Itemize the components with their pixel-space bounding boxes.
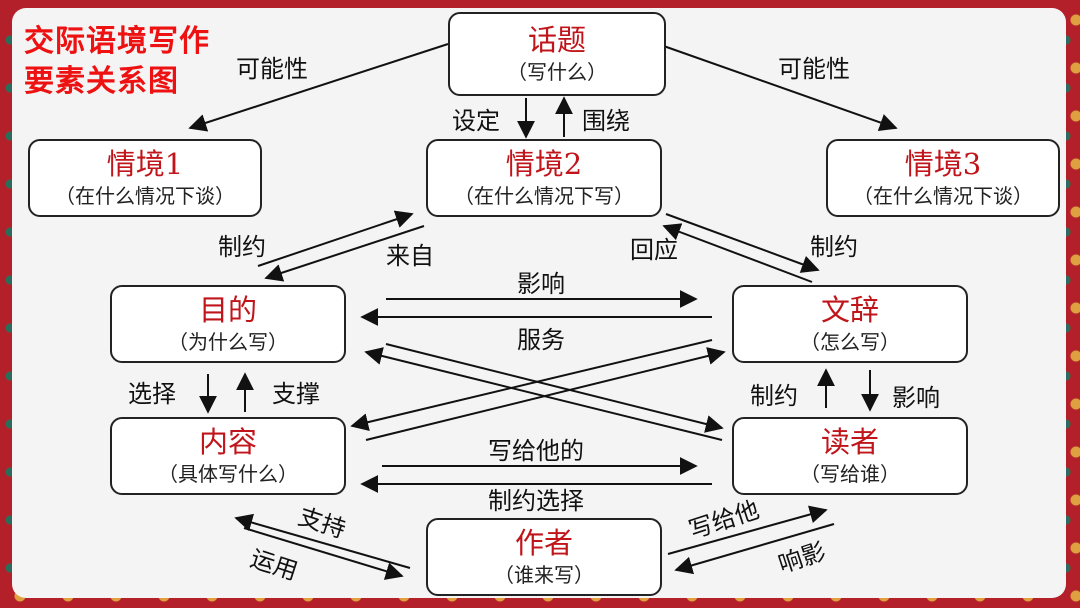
node-context-3: 情境3 （在什么情况下谈） <box>826 139 1060 217</box>
arrow-context2-purpose <box>264 225 425 282</box>
label-constraint-select: 制约选择 <box>488 487 584 515</box>
node-purpose-sub: （为什么写） <box>168 330 288 354</box>
node-topic: 话题 （写什么） <box>448 12 666 96</box>
arrow-language-context2 <box>662 223 813 283</box>
arrow-author-content <box>234 513 411 569</box>
node-context-2: 情境2 （在什么情况下写） <box>426 139 662 217</box>
label-from: 来自 <box>386 242 434 270</box>
node-reader-name: 读者 <box>820 425 879 459</box>
arrow-language-content <box>350 339 713 431</box>
node-language-name: 文辞 <box>820 293 879 327</box>
arrow-context2-language <box>665 213 820 273</box>
node-topic-name: 话题 <box>527 23 586 57</box>
arrow-content-author <box>243 527 404 580</box>
node-content-name: 内容 <box>198 425 257 459</box>
node-context-2-sub: （在什么情况下写） <box>454 184 634 208</box>
arrow-purpose-reader <box>385 343 724 433</box>
node-purpose-name: 目的 <box>198 293 257 327</box>
label-select: 选择 <box>128 380 176 408</box>
arrow-topic-context1 <box>188 43 449 132</box>
label-set: 设定 <box>452 107 500 135</box>
node-context-2-name: 情境2 <box>505 147 583 181</box>
node-topic-sub: （写什么） <box>507 60 607 84</box>
node-language-sub: （怎么写） <box>800 330 900 354</box>
label-serve: 服务 <box>517 326 565 354</box>
arrow-topic-context3 <box>657 43 898 132</box>
label-reader-constraint: 制约 <box>750 382 798 410</box>
label-support: 支撑 <box>272 380 320 408</box>
node-purpose: 目的 （为什么写） <box>110 285 346 363</box>
node-context-3-sub: （在什么情况下谈） <box>853 184 1033 208</box>
node-reader-sub: （写给谁） <box>800 462 900 486</box>
node-language: 文辞 （怎么写） <box>732 285 968 363</box>
label-influence-top: 影响 <box>517 270 565 298</box>
label-reader-influence: 影响 <box>892 384 940 412</box>
node-author-name: 作者 <box>514 526 573 560</box>
title-line-2: 要素关系图 <box>24 64 179 99</box>
node-context-1-name: 情境1 <box>106 147 184 181</box>
node-author-sub: （谁来写） <box>494 563 594 587</box>
node-context-1-sub: （在什么情况下谈） <box>55 184 235 208</box>
node-content-sub: （具体写什么） <box>158 462 298 486</box>
arrow-content-language <box>365 347 726 441</box>
title-line-1: 交际语境写作 <box>24 24 210 59</box>
label-possibility-left: 可能性 <box>236 55 308 83</box>
arrow-author-reader <box>667 505 828 555</box>
label-write-for-him: 写给他的 <box>488 437 584 465</box>
label-surround: 围绕 <box>582 107 630 135</box>
diagram-title: 交际语境写作 要素关系图 <box>24 22 210 102</box>
node-context-3-name: 情境3 <box>904 147 982 181</box>
label-purpose-constraint: 制约 <box>218 233 266 261</box>
label-language-constraint: 制约 <box>810 233 858 261</box>
node-reader: 读者 （写给谁） <box>732 417 968 495</box>
label-possibility-right: 可能性 <box>778 55 850 83</box>
node-author: 作者 （谁来写） <box>426 518 662 596</box>
node-content: 内容 （具体写什么） <box>110 417 346 495</box>
arrow-purpose-context2 <box>257 210 414 267</box>
node-context-1: 情境1 （在什么情况下谈） <box>28 139 262 217</box>
label-respond: 回应 <box>630 236 678 264</box>
arrow-reader-author <box>674 523 835 575</box>
